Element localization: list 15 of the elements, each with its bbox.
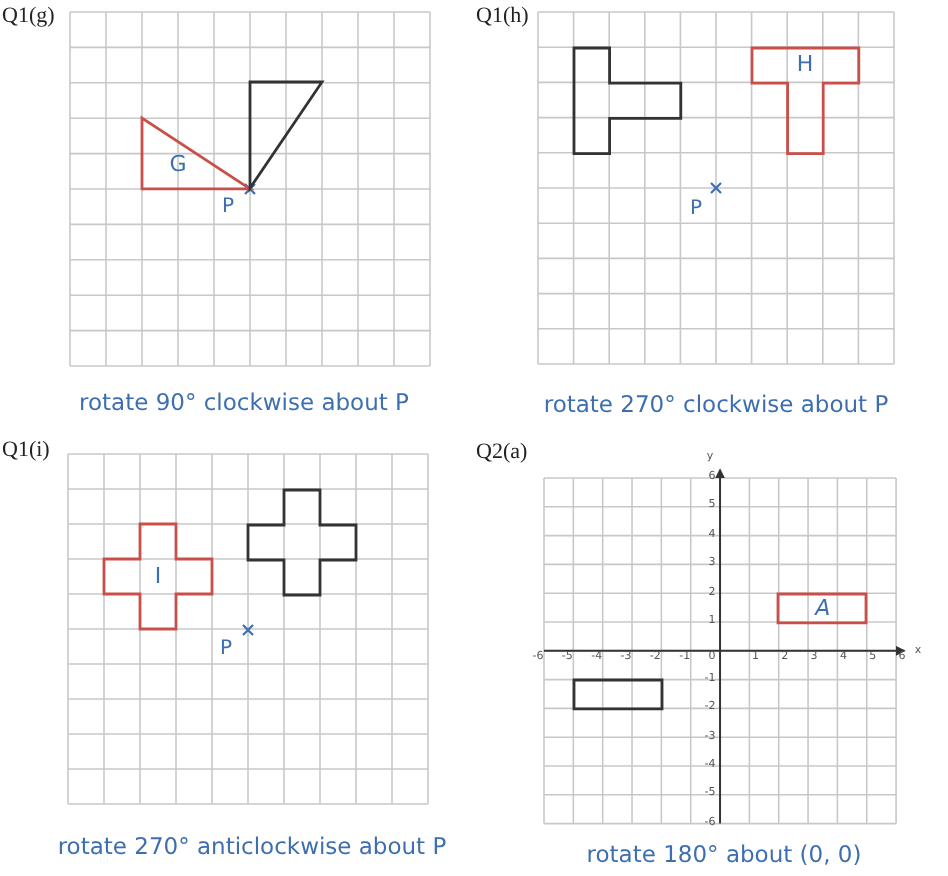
- point-label: P: [220, 640, 233, 660]
- shape-letter: G: [169, 153, 187, 176]
- shape-letter: H: [796, 53, 814, 76]
- question-number: Q1(h): [476, 4, 529, 28]
- instruction-text: rotate 270° clockwise about P: [543, 390, 889, 418]
- point-label: P: [222, 198, 235, 218]
- point-label: P: [690, 200, 703, 220]
- instruction-text: rotate 90° clockwise about P: [79, 388, 409, 416]
- instruction-text: rotate 180° about (0, 0): [586, 840, 862, 868]
- question-number: Q2(a): [476, 440, 528, 464]
- question-number: Q1(g): [2, 4, 55, 28]
- shape-letter: A: [815, 596, 831, 619]
- shape-letter: I: [154, 565, 162, 588]
- question-number: Q1(i): [2, 438, 50, 462]
- instruction-text: rotate 270° anticlockwise about P: [57, 832, 447, 860]
